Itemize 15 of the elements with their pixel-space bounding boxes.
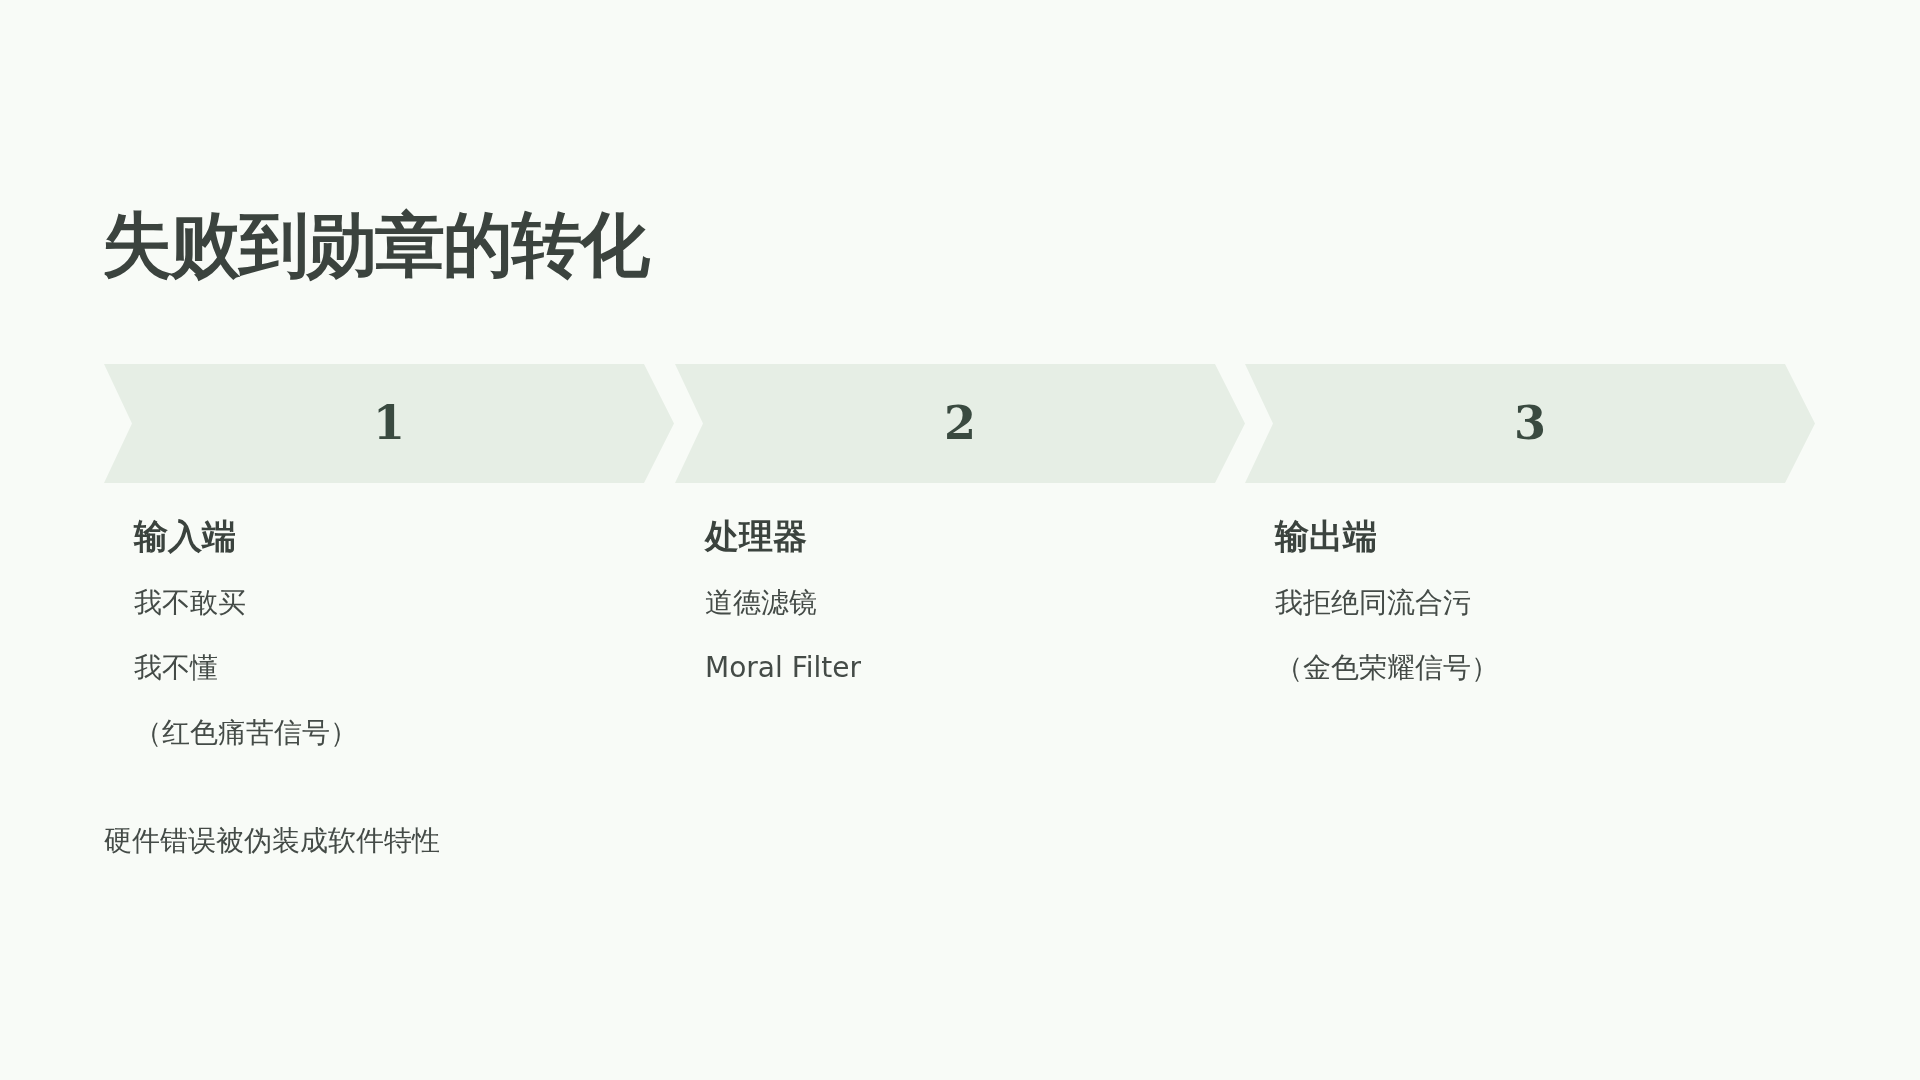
step-heading: 处理器: [705, 515, 808, 558]
footnote-text: 硬件错误被伪装成软件特性: [104, 823, 440, 859]
step-text: 我不敢买: [134, 585, 247, 621]
step-heading: 输入端: [134, 515, 237, 558]
step-text: 我拒绝同流合污: [1275, 585, 1472, 621]
step-number: 2: [944, 395, 976, 452]
step-heading: 输出端: [1275, 515, 1378, 558]
step-text: （红色痛苦信号）: [134, 715, 358, 751]
slide-title: 失败到勋章的转化: [102, 210, 648, 280]
step-text: （金色荣耀信号）: [1275, 650, 1499, 686]
step-text: Moral Filter: [705, 650, 861, 686]
step-text: 我不懂: [134, 650, 219, 686]
step-number: 3: [1514, 395, 1546, 452]
step-number: 1: [373, 395, 405, 452]
step-text: 道德滤镜: [705, 585, 818, 621]
